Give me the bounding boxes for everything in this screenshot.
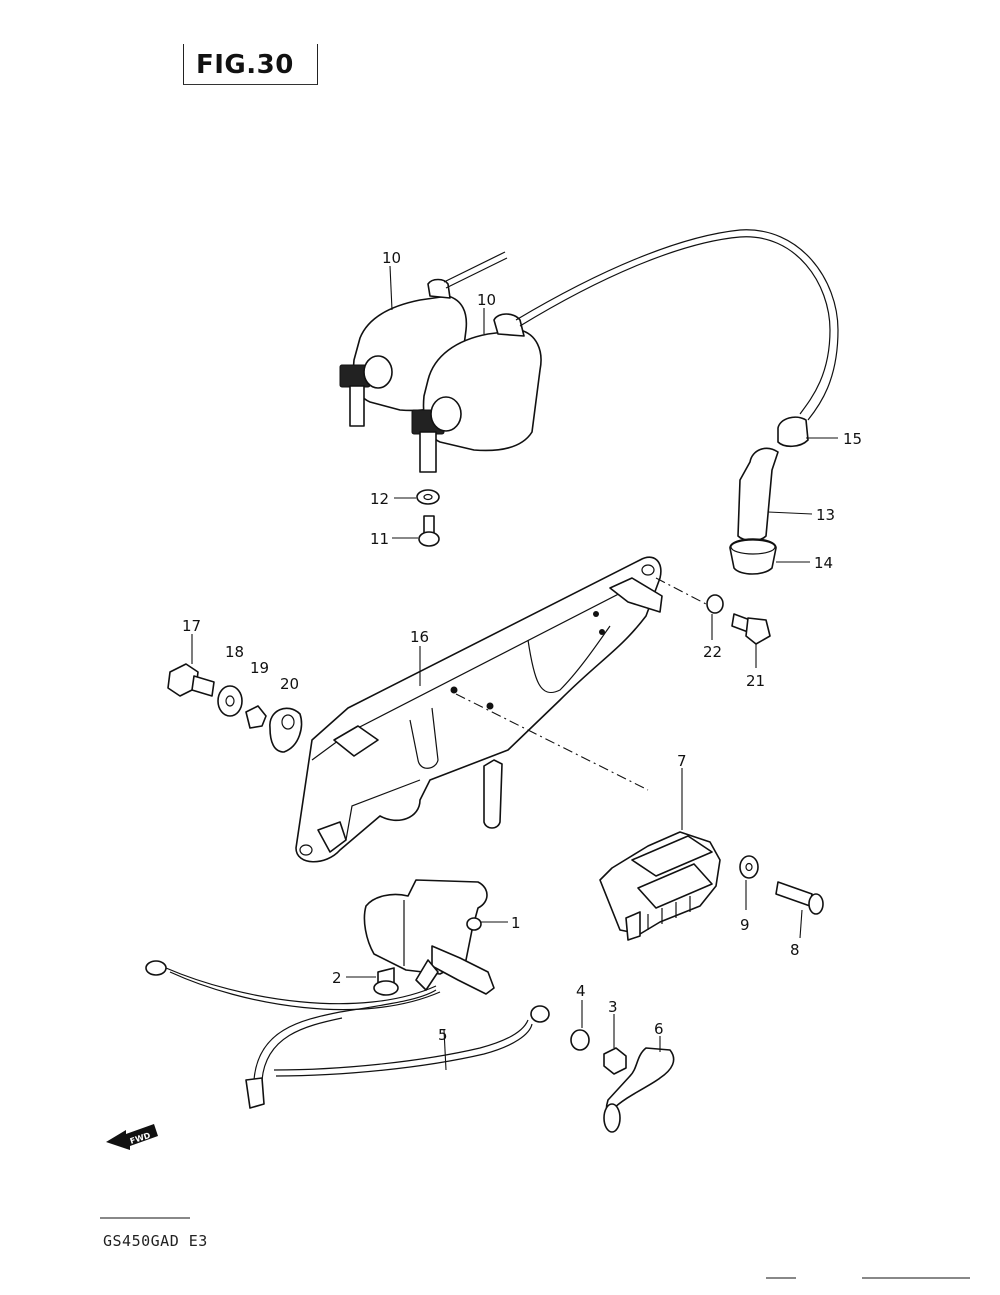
callout-3: 3 [608,998,618,1016]
regulator-rectifier-7 [599,831,721,941]
callout-19: 19 [250,659,269,677]
callout-16: 16 [410,628,429,646]
callout-6: 6 [654,1020,664,1038]
callout-11: 11 [370,530,389,548]
grommet-20 [269,707,303,753]
starter-relay-1 [363,879,495,995]
lock-washer-12 [416,489,440,505]
callout-20: 20 [280,675,299,693]
cap-seal-15 [777,416,809,448]
callout-22: 22 [703,643,722,661]
ignition-coil-rear [339,251,508,427]
figure-title-frame [183,44,318,85]
washer-22 [706,594,724,614]
nut-3 [603,1047,627,1075]
model-code: GS450GAD E3 [103,1232,208,1250]
washer-18 [217,685,243,717]
callout-7: 7 [677,752,687,770]
bolt-21 [731,613,771,645]
callout-8: 8 [790,941,800,959]
seal-14 [729,538,777,575]
callout-2: 2 [332,969,342,987]
callout-1: 1 [511,914,521,932]
callout-9: 9 [740,916,750,934]
callout-17: 17 [182,617,201,635]
spark-plug-cap-13 [737,447,779,542]
leader-lines [191,265,838,1071]
screw-8 [775,881,824,915]
mounting-bracket-16 [295,556,663,863]
bolt-2 [373,967,399,996]
callout-10-front: 10 [477,291,496,309]
callout-10-rear: 10 [382,249,401,267]
callout-21: 21 [746,672,765,690]
callout-5: 5 [438,1026,448,1044]
collar-19 [245,705,267,729]
washer-9 [739,855,759,879]
ignition-coil-front [411,229,839,473]
callout-13: 13 [816,506,835,524]
bolt-17 [167,663,215,697]
washer-4 [570,1029,590,1051]
forward-direction-arrow: FWD [106,1124,158,1150]
figure-title: FIG.30 [196,50,294,80]
wire-harness-5 [145,960,550,1109]
callout-12: 12 [370,490,389,508]
terminal-boot-6 [603,1047,675,1133]
callout-15: 15 [843,430,862,448]
screw-11 [418,515,440,547]
callout-4: 4 [576,982,586,1000]
callout-14: 14 [814,554,833,572]
callout-18: 18 [225,643,244,661]
